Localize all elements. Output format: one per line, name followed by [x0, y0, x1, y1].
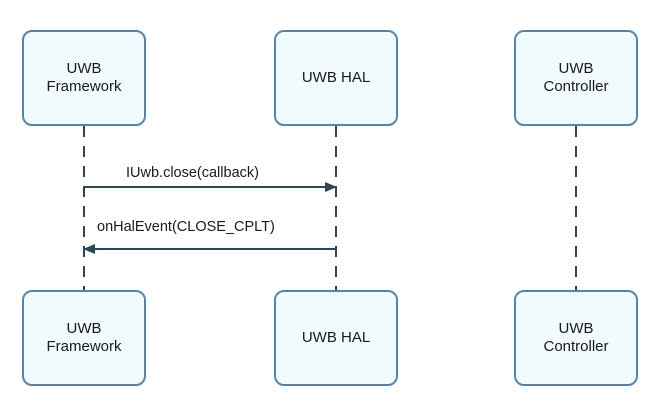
participant-foot-uwb-controller[interactable]: UWB Controller	[514, 290, 638, 386]
participant-label-uwb-controller: UWB Controller	[543, 60, 609, 95]
lifelines	[83, 126, 577, 290]
message-arrows	[83, 182, 337, 254]
participant-head-uwb-framework[interactable]: UWB Framework	[22, 30, 146, 126]
participant-foot-label-uwb-framework: UWB Framework	[46, 320, 122, 355]
participant-label-uwb-framework: UWB Framework	[46, 60, 122, 95]
participant-head-uwb-controller[interactable]: UWB Controller	[514, 30, 638, 126]
message-label-iuwb-close: IUwb.close(callback)	[126, 165, 259, 181]
participant-foot-label-uwb-hal: UWB HAL	[301, 329, 371, 346]
participant-foot-uwb-hal[interactable]: UWB HAL	[274, 290, 398, 386]
participant-foot-label-uwb-controller: UWB Controller	[543, 320, 609, 355]
participant-foot-uwb-framework[interactable]: UWB Framework	[22, 290, 146, 386]
participant-label-uwb-hal: UWB HAL	[301, 69, 371, 86]
message-label-onhalevent-close-cplt: onHalEvent(CLOSE_CPLT)	[97, 219, 275, 235]
participant-head-uwb-hal[interactable]: UWB HAL	[274, 30, 398, 126]
